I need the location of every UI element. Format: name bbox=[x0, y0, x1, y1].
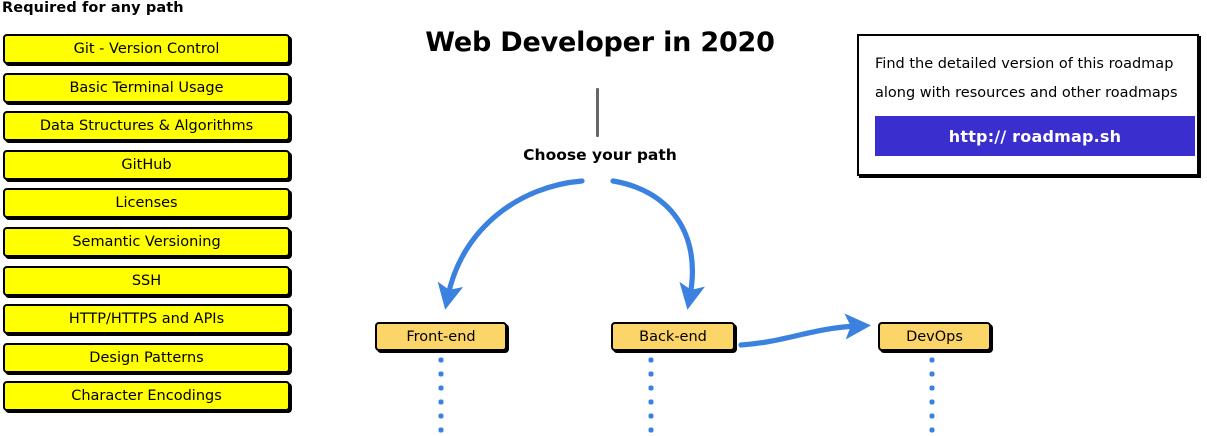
dotted-trail-devops bbox=[929, 357, 935, 436]
required-for-any-path-section: Required for any path Git - Version Cont… bbox=[0, 0, 300, 436]
info-text-line-1: Find the detailed version of this roadma… bbox=[875, 56, 1174, 72]
required-item[interactable]: Semantic Versioning bbox=[3, 226, 290, 257]
required-item[interactable]: GitHub bbox=[3, 149, 290, 180]
path-node-back-end[interactable]: Back-end bbox=[611, 322, 735, 351]
page-title: Web Developer in 2020 bbox=[425, 27, 775, 58]
required-item[interactable]: Licenses bbox=[3, 188, 290, 219]
roadmap-url-button[interactable]: http:// roadmap.sh bbox=[875, 116, 1195, 156]
dotted-trail-front-end bbox=[438, 357, 444, 436]
required-items-list: Git - Version Control Basic Terminal Usa… bbox=[3, 34, 290, 420]
info-text-line-2: along with resources and other roadmaps bbox=[875, 85, 1178, 101]
arrow-to-back-end bbox=[610, 178, 705, 310]
required-item[interactable]: Basic Terminal Usage bbox=[3, 72, 290, 103]
arrow-to-front-end bbox=[437, 178, 585, 310]
path-node-devops[interactable]: DevOps bbox=[878, 322, 991, 351]
required-section-heading: Required for any path bbox=[2, 0, 184, 16]
path-node-front-end[interactable]: Front-end bbox=[375, 322, 507, 351]
arrow-back-end-to-devops bbox=[738, 313, 872, 348]
required-item[interactable]: Design Patterns bbox=[3, 342, 290, 373]
required-item[interactable]: SSH bbox=[3, 265, 290, 296]
choose-your-path-label: Choose your path bbox=[523, 146, 677, 164]
required-item[interactable]: Data Structures & Algorithms bbox=[3, 111, 290, 142]
required-item[interactable]: Character Encodings bbox=[3, 381, 290, 412]
required-item[interactable]: Git - Version Control bbox=[3, 34, 290, 64]
required-item[interactable]: HTTP/HTTPS and APIs bbox=[3, 304, 290, 335]
dotted-trail-back-end bbox=[648, 357, 654, 436]
title-connector-line bbox=[596, 88, 599, 137]
roadmap-info-box: Find the detailed version of this roadma… bbox=[857, 34, 1199, 176]
